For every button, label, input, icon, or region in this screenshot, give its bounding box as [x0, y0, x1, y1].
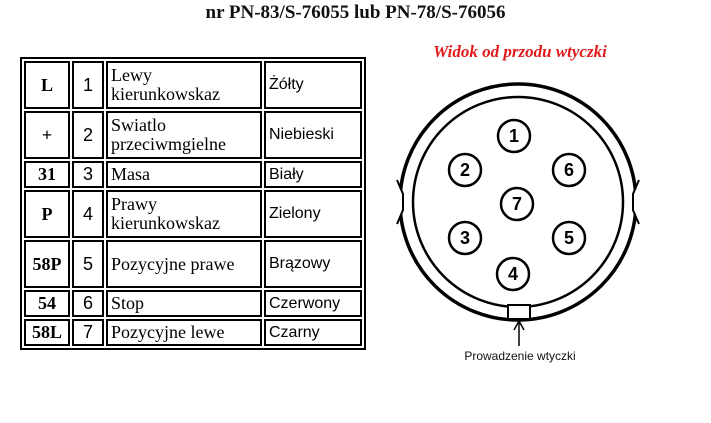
wire-color: Zielony	[264, 190, 362, 238]
wire-color: Żółty	[264, 61, 362, 109]
terminal-code: P	[24, 190, 70, 238]
guide-key	[507, 304, 531, 320]
table-row: 54 6 Stop Czerwony	[24, 290, 362, 317]
table-row: 58L 7 Pozycyjne lewe Czarny	[24, 319, 362, 346]
table-row: 58P 5 Pozycyjne prawe Brązowy	[24, 240, 362, 288]
wire-color: Brązowy	[264, 240, 362, 288]
pin-circle	[499, 186, 535, 222]
pin-circle	[447, 152, 483, 188]
pin-function: Pozycyjne lewe	[106, 319, 262, 346]
pin-label: 7	[512, 194, 522, 214]
pin-circle	[447, 220, 483, 256]
pin-2: 2	[447, 152, 483, 188]
pin-number: 1	[72, 61, 104, 109]
pin-function: Lewy kierunkowskaz	[106, 61, 262, 109]
wire-color: Biały	[264, 161, 362, 188]
terminal-code: +	[24, 111, 70, 159]
pin-circle	[495, 256, 531, 292]
pin-number: 4	[72, 190, 104, 238]
plug-face-diagram: 1 2 3 4 5 6 7	[396, 82, 640, 346]
guide-arrowhead	[513, 319, 525, 331]
pin-1: 1	[496, 118, 532, 154]
wire-color: Czerwony	[264, 290, 362, 317]
table-row: + 2 Swiatlo przeciwmgielne Niebieski	[24, 111, 362, 159]
terminal-code: 58L	[24, 319, 70, 346]
terminal-code: 31	[24, 161, 70, 188]
pin-5: 5	[551, 220, 587, 256]
pin-7: 7	[499, 186, 535, 222]
pin-function: Stop	[106, 290, 262, 317]
pin-3: 3	[447, 220, 483, 256]
pin-number: 7	[72, 319, 104, 346]
pin-label: 2	[460, 160, 470, 180]
guide-label: Prowadzenie wtyczki	[464, 349, 576, 363]
pin-circle	[496, 118, 532, 154]
terminal-code: L	[24, 61, 70, 109]
pin-circle	[551, 220, 587, 256]
pin-number: 5	[72, 240, 104, 288]
terminal-code: 54	[24, 290, 70, 317]
pin-function: Prawy kierunkowskaz	[106, 190, 262, 238]
right-side-notch	[632, 179, 640, 225]
table-row: P 4 Prawy kierunkowskaz Zielony	[24, 190, 362, 238]
plug-view-label: Widok od przodu wtyczki	[433, 42, 607, 61]
wire-color: Niebieski	[264, 111, 362, 159]
pin-label: 3	[460, 228, 470, 248]
page-title: nr PN-83/S-76055 lub PN-78/S-76056	[205, 2, 506, 23]
wire-color: Czarny	[264, 319, 362, 346]
pin-number: 3	[72, 161, 104, 188]
terminal-code: 58P	[24, 240, 70, 288]
pin-number: 6	[72, 290, 104, 317]
pin-number: 2	[72, 111, 104, 159]
pin-assignment-table: L 1 Lewy kierunkowskaz Żółty + 2 Swiatlo…	[20, 57, 366, 350]
pin-circle	[551, 152, 587, 188]
pin-function: Masa	[106, 161, 262, 188]
pin-label: 5	[564, 228, 574, 248]
table-row: 31 3 Masa Biały	[24, 161, 362, 188]
pin-label: 1	[509, 126, 519, 146]
table-row: L 1 Lewy kierunkowskaz Żółty	[24, 61, 362, 109]
pin-function: Pozycyjne prawe	[106, 240, 262, 288]
pin-label: 4	[508, 264, 518, 284]
pin-label: 6	[564, 160, 574, 180]
left-side-notch	[396, 179, 404, 225]
pin-4: 4	[495, 256, 531, 292]
pin-6: 6	[551, 152, 587, 188]
pin-function: Swiatlo przeciwmgielne	[106, 111, 262, 159]
